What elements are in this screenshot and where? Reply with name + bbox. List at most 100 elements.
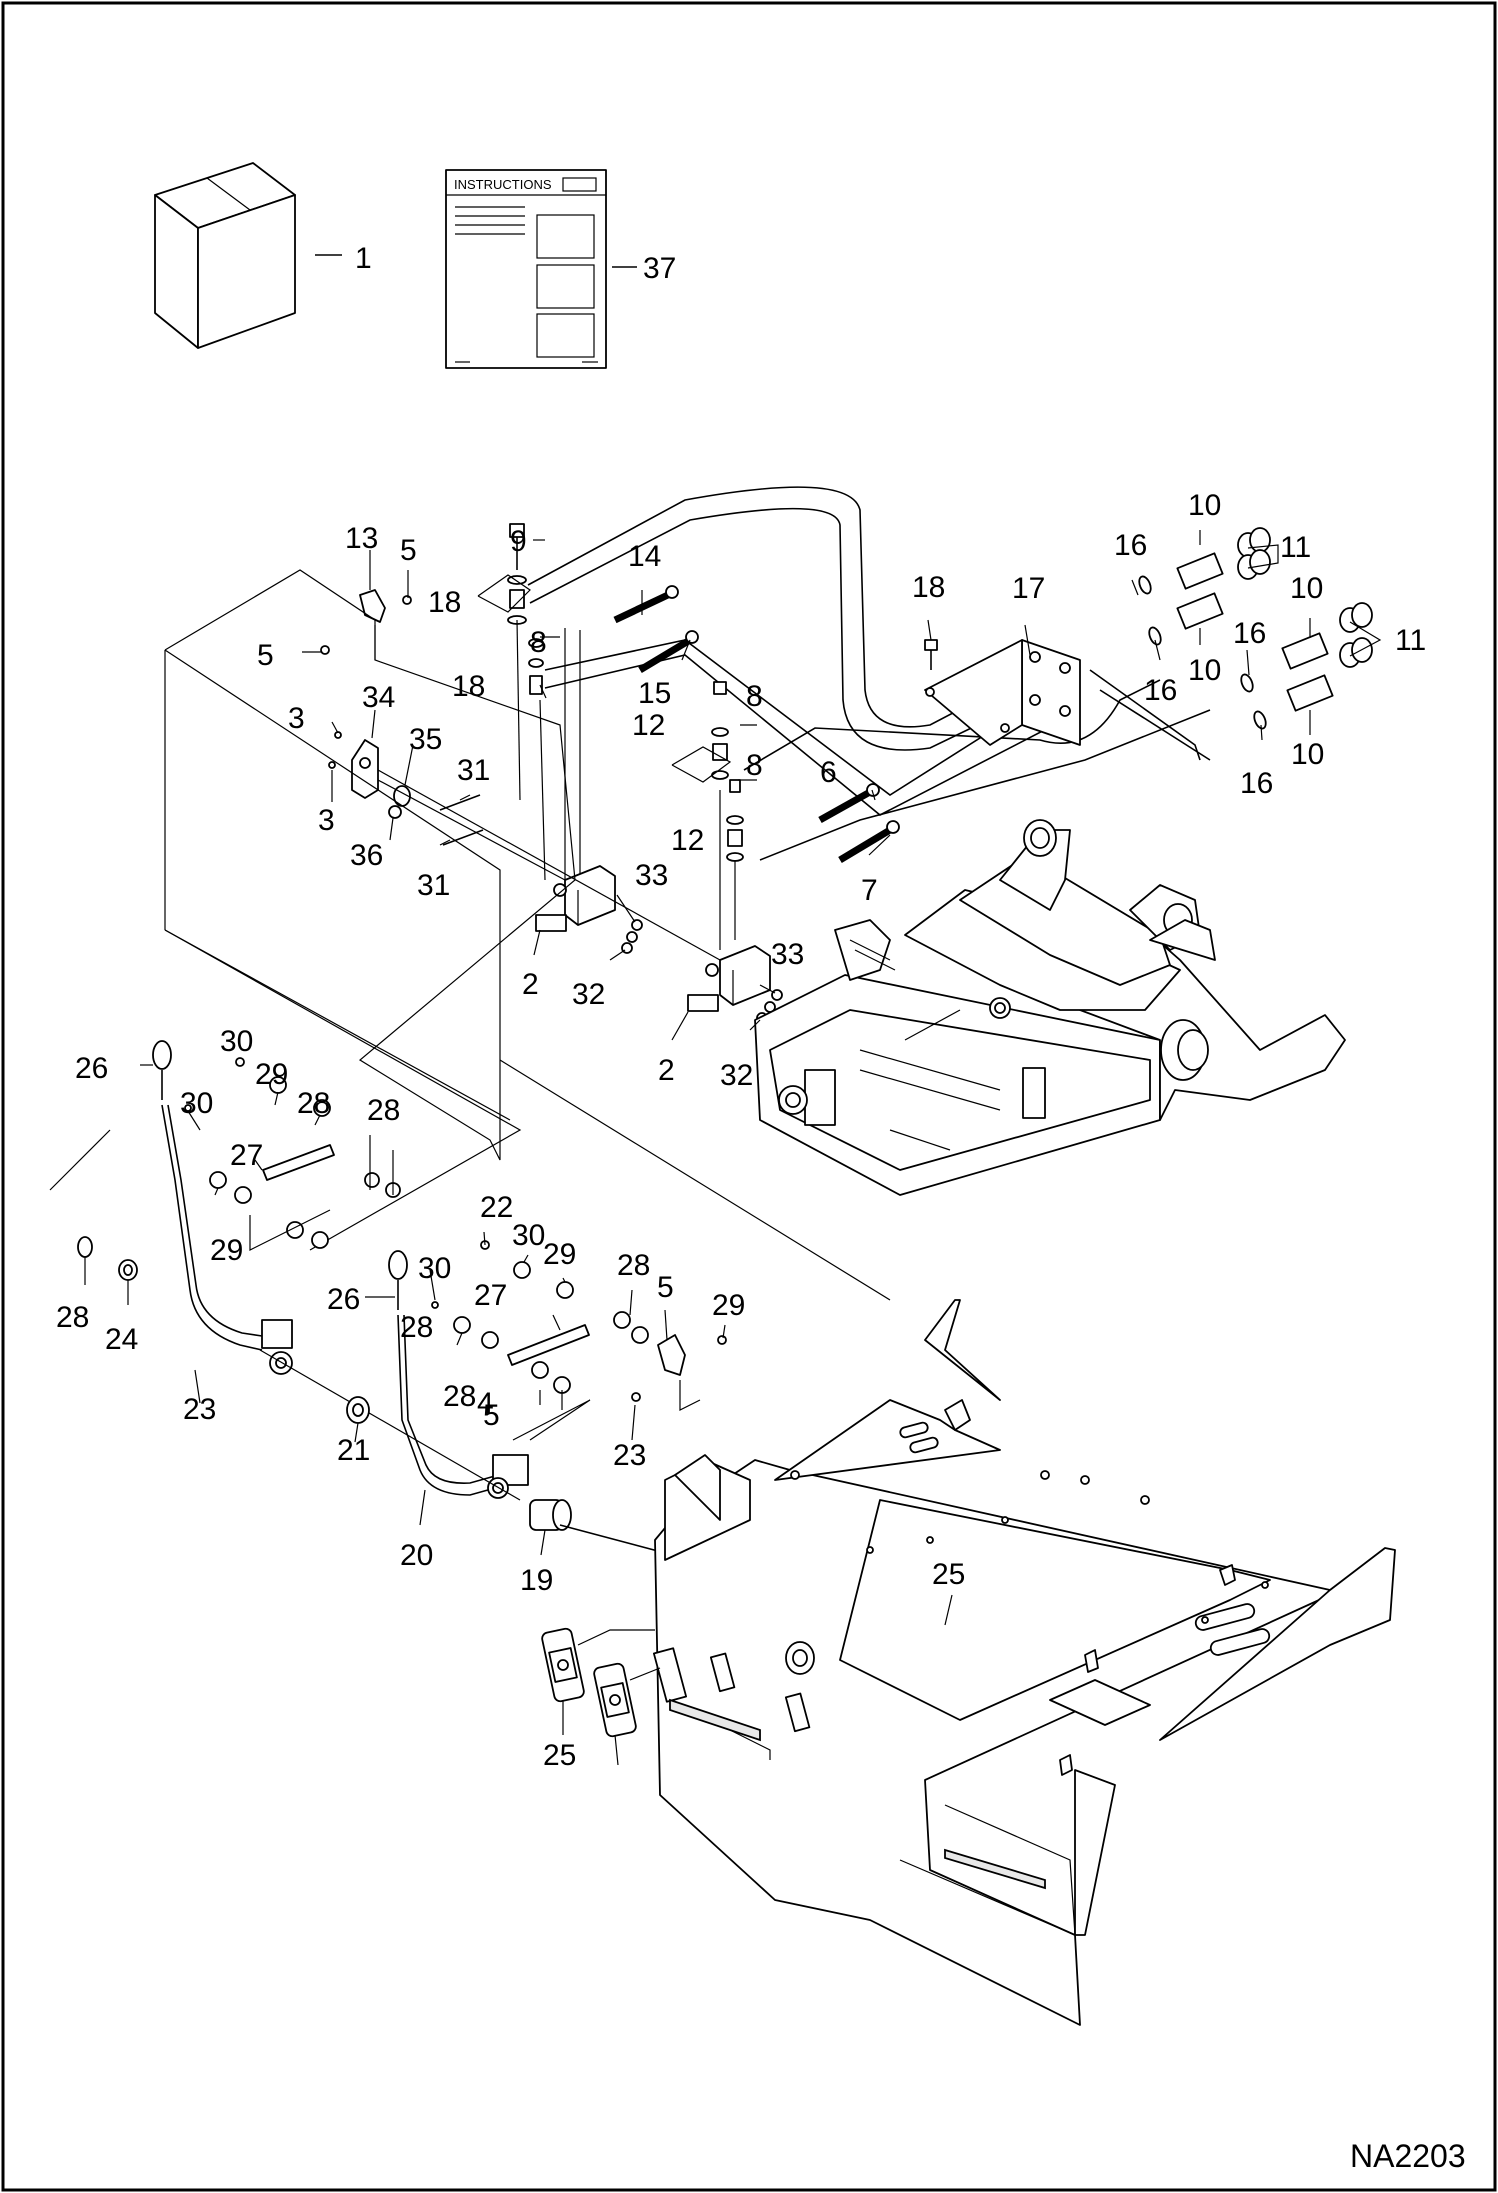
callout-label-1: 1: [355, 242, 372, 275]
callout-label-16: 16: [1144, 674, 1177, 707]
coupler-mid-right: [1240, 602, 1373, 693]
callout-label-18: 18: [452, 670, 485, 703]
callout-label-20: 20: [400, 1539, 433, 1572]
callout-label-26: 26: [75, 1052, 108, 1085]
link-leaders: [49, 1129, 701, 1501]
left-link-plate: [184, 1057, 401, 1249]
callout-label-3: 3: [288, 702, 305, 735]
rubber-mounts: [541, 1627, 661, 1738]
callout-label-24: 24: [105, 1323, 138, 1356]
callout-label-26: 26: [327, 1283, 360, 1316]
callout-label-13: 13: [345, 522, 378, 555]
callout-label-25: 25: [932, 1558, 965, 1591]
callout-label-27: 27: [474, 1279, 507, 1312]
callout-label-29: 29: [712, 1289, 745, 1322]
callout-label-5: 5: [400, 534, 417, 567]
callout-label-28: 28: [297, 1087, 330, 1120]
callout-label-2: 2: [522, 968, 539, 1001]
valve-cover-plate: [328, 731, 411, 819]
callout-label-10: 10: [1290, 572, 1323, 605]
valve-spool-rods: [377, 769, 721, 961]
callout-label-19: 19: [520, 1564, 553, 1597]
drawing-number: NA2203: [1350, 2138, 1466, 2174]
callout-label-23: 23: [183, 1393, 216, 1426]
callout-label-14: 14: [628, 540, 661, 573]
callout-label-27: 27: [230, 1139, 263, 1172]
callout-label-23: 23: [613, 1439, 646, 1472]
callout-label-33: 33: [635, 859, 668, 892]
control-valve-upper: [535, 865, 616, 932]
callout-label-6: 6: [820, 756, 837, 789]
callout-label-5: 5: [483, 1399, 500, 1432]
callout-label-31: 31: [457, 754, 490, 787]
callout-label-33: 33: [771, 938, 804, 971]
callout-label-8: 8: [746, 680, 763, 713]
mounting-bracket: [924, 639, 1081, 746]
callout-label-22: 22: [480, 1191, 513, 1224]
callout-label-10: 10: [1291, 738, 1324, 771]
callout-label-28: 28: [443, 1380, 476, 1413]
callout-label-5: 5: [657, 1271, 674, 1304]
callout-label-30: 30: [512, 1219, 545, 1252]
callout-label-28: 28: [367, 1094, 400, 1127]
callout-label-30: 30: [418, 1252, 451, 1285]
box-icon: [154, 162, 296, 349]
callout-label-8: 8: [746, 749, 763, 782]
callout-label-3: 3: [318, 804, 335, 837]
callout-label-37: 37: [643, 252, 676, 285]
callout-label-16: 16: [1233, 617, 1266, 650]
quick-coupler-group: [1138, 527, 1373, 730]
bracket-bolt: [924, 639, 938, 670]
callout-label-32: 32: [572, 978, 605, 1011]
valve-assembly-outline: [164, 569, 576, 1161]
callout-label-28: 28: [400, 1311, 433, 1344]
callout-label-36: 36: [350, 839, 383, 872]
callout-label-2: 2: [658, 1054, 675, 1087]
callout-label-29: 29: [255, 1058, 288, 1091]
instructions-manual-icon: [445, 169, 607, 369]
callout-label-9: 9: [510, 525, 527, 558]
callout-label-8: 8: [530, 626, 547, 659]
callout-label-17: 17: [1012, 572, 1045, 605]
callout-label-28: 28: [56, 1301, 89, 1334]
upper-bracket: [320, 589, 412, 660]
callout-leaders: [140, 530, 1382, 1766]
callout-label-28: 28: [617, 1249, 650, 1282]
left-lever-washers: [77, 1236, 138, 1305]
callout-label-32: 32: [720, 1059, 753, 1092]
callout-label-35: 35: [409, 723, 442, 756]
coupler-lower-right: [1253, 637, 1373, 730]
callout-label-11: 11: [1395, 624, 1426, 657]
lever-bushing: [346, 1396, 572, 1531]
callout-label-18: 18: [428, 586, 461, 619]
callout-label-30: 30: [180, 1087, 213, 1120]
machine-frame: [652, 1299, 1396, 2026]
callout-label-30: 30: [220, 1025, 253, 1058]
right-control-lever: [388, 1250, 529, 1499]
callout-label-29: 29: [210, 1234, 243, 1267]
coupler-mid-left: [1148, 549, 1271, 646]
callout-label-16: 16: [1240, 767, 1273, 800]
callout-label-10: 10: [1188, 489, 1221, 522]
control-valve-lower: [687, 945, 771, 1012]
callout-label-34: 34: [362, 681, 395, 714]
transmission-housing: [754, 819, 1346, 1196]
callout-label-29: 29: [543, 1238, 576, 1271]
callout-label-16: 16: [1114, 529, 1147, 562]
callout-label-4: 4: [477, 1387, 494, 1420]
callout-label-18: 18: [912, 571, 945, 604]
callout-label-12: 12: [671, 824, 704, 857]
callout-label-5: 5: [257, 639, 274, 672]
callout-label-15: 15: [638, 677, 671, 710]
right-link-plate: [431, 1240, 727, 1402]
left-control-lever: [152, 1040, 293, 1375]
callout-label-21: 21: [337, 1434, 370, 1467]
callout-label-7: 7: [861, 874, 878, 907]
callout-label-11: 11: [1280, 531, 1311, 564]
callout-label-25: 25: [543, 1739, 576, 1772]
hose-bundle: [527, 486, 1211, 861]
